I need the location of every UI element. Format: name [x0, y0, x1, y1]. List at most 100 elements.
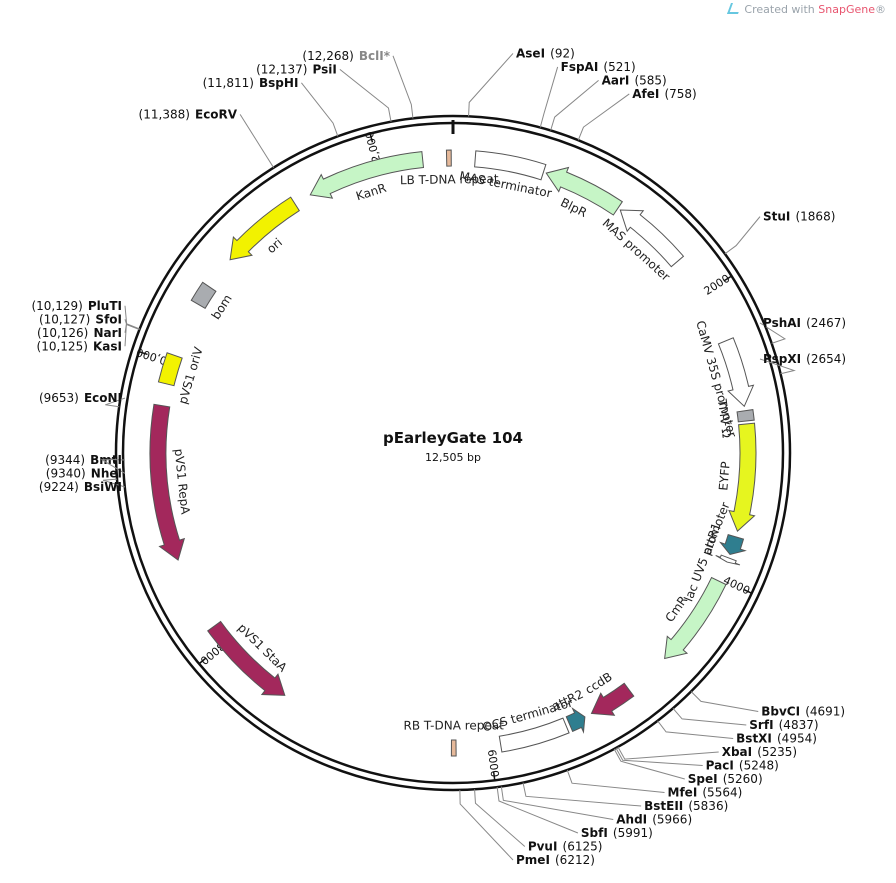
site-label: AarI (585)	[602, 69, 667, 88]
site-position: (4691)	[805, 705, 845, 719]
feature-pvs1-oriv[interactable]: pVS1 oriV	[157, 345, 206, 406]
site-label: (11,811) BspHI	[203, 72, 299, 91]
site-label: PshAI (2467)	[763, 312, 846, 331]
site-spei[interactable]: SpeI (5260)	[613, 748, 763, 787]
site-leader-line	[539, 66, 559, 128]
site-label: AseI (92)	[516, 42, 575, 61]
feature-label: LB T-DNA repeat	[400, 172, 499, 187]
site-pshai[interactable]: PshAI (2467)	[759, 312, 846, 344]
feature-shape	[717, 337, 755, 408]
site-label: PmeI (6212)	[516, 849, 595, 868]
scale-tick	[139, 351, 148, 356]
site-paci[interactable]: PacI (5248)	[615, 747, 779, 774]
site-fspai[interactable]: FspAI (521)	[539, 56, 636, 128]
site-bbvci[interactable]: BbvCI (4691)	[690, 691, 845, 719]
site-bsiwi[interactable]: (9224) BsiWI	[39, 476, 126, 495]
site-ecorv[interactable]: (11,388) EcoRV	[139, 103, 275, 168]
feature-label: EYFP	[716, 461, 732, 491]
site-leader-line	[468, 53, 514, 117]
scale-tick-label: 2000	[702, 272, 733, 298]
feature-bom[interactable]: bom	[190, 281, 235, 322]
site-nhei[interactable]: (9340) NheI	[46, 459, 126, 482]
feature-label: RB T-DNA repeat	[404, 718, 505, 732]
feature-label: ori	[264, 235, 285, 256]
site-name: PshAI	[763, 316, 801, 330]
feature-mas-promoter[interactable]: MAS promoter	[600, 209, 685, 284]
site-position: (5564)	[702, 786, 742, 800]
site-bsteii[interactable]: BstEII (5836)	[522, 782, 728, 814]
feature-label: BlpR	[558, 195, 589, 220]
site-pmei[interactable]: PmeI (6212)	[459, 789, 595, 868]
site-position: (6212)	[555, 853, 595, 867]
site-asei[interactable]: AseI (92)	[468, 42, 575, 117]
site-leader-line	[124, 323, 140, 347]
site-position: (6125)	[563, 840, 603, 854]
feature-pvs1-staa[interactable]: pVS1 StaA	[207, 620, 290, 696]
site-econi[interactable]: (9653) EcoNI	[39, 387, 126, 408]
site-kasi[interactable]: (10,125) KasI	[37, 323, 140, 354]
site-sbfi[interactable]: SbfI (5991)	[496, 787, 653, 841]
site-leader-line	[339, 68, 392, 122]
feature-shape	[207, 620, 286, 696]
scale-tick	[723, 275, 732, 282]
site-label: (9340) NheI	[46, 462, 122, 481]
site-ahdi[interactable]: AhdI (5966)	[500, 786, 692, 828]
site-label: SrfI (4837)	[749, 714, 818, 733]
site-pluti[interactable]: (10,129) PluTI	[31, 295, 140, 330]
site-leader-line	[102, 478, 126, 488]
site-leader-line	[459, 789, 514, 861]
site-label: SbfI (5991)	[581, 822, 653, 841]
site-xbai[interactable]: XbaI (5235)	[617, 741, 797, 760]
site-pspxi[interactable]: PspXI (2654)	[759, 348, 846, 375]
feature-blpr[interactable]: BlpR	[545, 166, 624, 220]
feature-shape	[498, 717, 570, 753]
site-label: XbaI (5235)	[722, 741, 797, 760]
site-mfei[interactable]: MfeI (5564)	[566, 769, 743, 801]
site-bstxi[interactable]: BstXI (4954)	[657, 720, 817, 747]
site-afei[interactable]: AfeI (758)	[577, 83, 697, 141]
site-label: BstXI (4954)	[736, 728, 817, 747]
site-aari[interactable]: AarI (585)	[550, 69, 667, 131]
site-bcli[interactable]: (12,268) BclI*	[302, 45, 414, 119]
feature-tmv[interactable]: TMV Ω	[715, 397, 755, 439]
site-name: SbfI	[581, 826, 608, 840]
feature-shape	[545, 166, 624, 216]
site-name: BstXI	[736, 732, 772, 746]
site-name: NarI	[93, 326, 122, 340]
site-name: EcoNI	[84, 391, 122, 405]
site-label: (10,129) PluTI	[31, 295, 122, 314]
feature-rb-t-dna-repeat[interactable]: RB T-DNA repeat	[404, 718, 505, 757]
feature-shape	[715, 554, 741, 566]
site-leader-line	[550, 80, 599, 131]
site-position: (12,268)	[302, 49, 353, 63]
feature-shape	[190, 281, 217, 310]
scale-tick	[743, 588, 752, 594]
site-leader-line	[301, 82, 339, 137]
feature-ccdb[interactable]: ccdB	[583, 670, 635, 716]
site-name: BbvCI	[761, 705, 800, 719]
site-leader-line	[239, 114, 275, 168]
site-name: AarI	[602, 73, 630, 87]
feature-eyfp[interactable]: EYFP	[716, 422, 757, 533]
site-pvui[interactable]: PvuI (6125)	[474, 789, 603, 854]
site-label: MfeI (5564)	[668, 782, 743, 801]
site-name: PluTI	[88, 299, 122, 313]
site-label: (10,126) NarI	[37, 322, 122, 341]
site-srfi[interactable]: SrfI (4837)	[672, 707, 819, 733]
feature-pvs1-repa[interactable]: pVS1 RepA	[149, 403, 193, 561]
feature-mas-terminator[interactable]: MAS terminator	[458, 150, 553, 201]
site-position: (92)	[550, 46, 575, 60]
site-name: NheI	[91, 466, 122, 480]
feature-label: pVS1 RepA	[172, 448, 193, 516]
feature-shape	[157, 352, 183, 387]
site-bsphi[interactable]: (11,811) BspHI	[203, 72, 339, 137]
site-position: (5248)	[739, 759, 779, 773]
site-leader-line	[759, 322, 787, 344]
site-leader-line	[759, 358, 796, 375]
site-nari[interactable]: (10,126) NarI	[37, 322, 140, 341]
site-stui[interactable]: StuI (1868)	[724, 206, 836, 255]
site-psii[interactable]: (12,137) PsiI	[256, 58, 392, 122]
feature-lb-t-dna-repeat[interactable]: LB T-DNA repeat	[400, 149, 499, 187]
feature-ori[interactable]: ori	[229, 196, 300, 261]
